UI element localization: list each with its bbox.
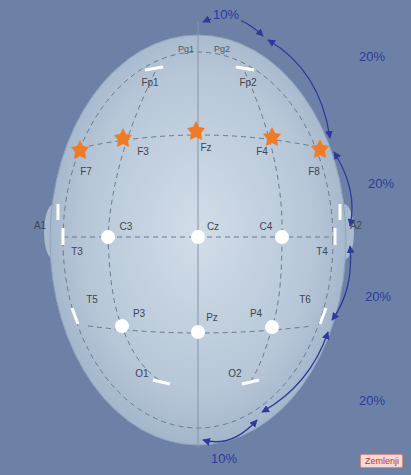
- percent-label: 20%: [366, 176, 396, 191]
- electrode-label: T4: [316, 247, 328, 257]
- electrode-label: T6: [299, 295, 311, 305]
- electrode-label: Pg1: [178, 45, 194, 54]
- electrode-label: P3: [133, 309, 145, 319]
- electrode-label: Pz: [206, 313, 218, 323]
- percent-label: 20%: [357, 49, 387, 64]
- electrode-label: Pg2: [214, 45, 230, 54]
- electrode-label: O1: [135, 369, 148, 379]
- electrode-label: O2: [228, 369, 241, 379]
- stamp-box: Zemlenji: [360, 454, 403, 468]
- electrode-label: Fp1: [141, 78, 158, 88]
- electrode-label: A2: [350, 221, 362, 231]
- electrode-label: T3: [71, 247, 83, 257]
- electrode-label: Cz: [207, 222, 219, 232]
- electrode-label: Fz: [200, 143, 211, 153]
- electrode-label: C4: [260, 222, 273, 232]
- electrode-label: T5: [86, 295, 98, 305]
- electrode-label: F3: [137, 147, 149, 157]
- electrode-label: P4: [250, 309, 262, 319]
- percent-label: 10%: [209, 451, 239, 466]
- electrode-label: C3: [120, 222, 133, 232]
- percent-label: 20%: [363, 289, 393, 304]
- electrode-label: F8: [308, 167, 320, 177]
- stamp-text: Zemlenji: [365, 457, 402, 466]
- percent-label: 20%: [357, 393, 387, 408]
- electrode-label: Fp2: [239, 78, 256, 88]
- electrode-label: A1: [34, 221, 46, 231]
- electrode-label: F7: [80, 167, 92, 177]
- electrode-label: F4: [256, 147, 268, 157]
- percent-label: 10%: [211, 7, 241, 22]
